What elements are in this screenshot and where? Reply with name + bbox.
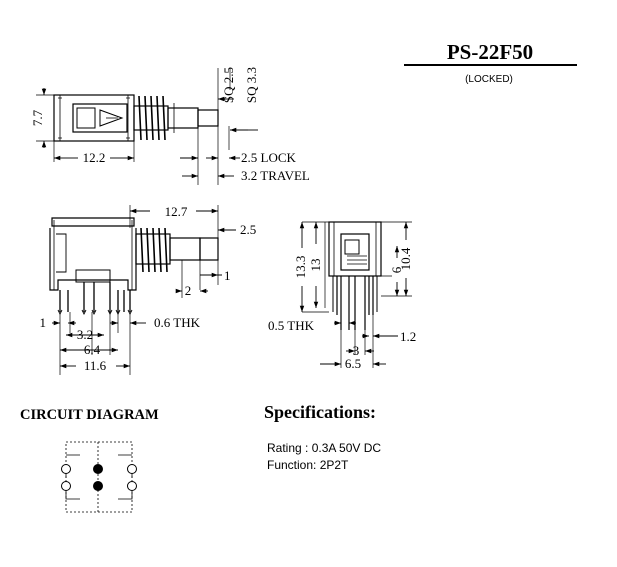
- dim-height-side: 10.4: [398, 247, 413, 270]
- dim-shaft: 2.5: [240, 222, 256, 237]
- dim-end-thickness: 0.5 THK: [268, 318, 315, 333]
- top-view: [36, 68, 258, 185]
- side-view-shaft: [199, 237, 219, 261]
- circuit-diagram: [61, 441, 137, 513]
- dim-sq-small: SQ 2.5: [221, 67, 236, 103]
- contact-left-top: [61, 464, 71, 474]
- dim-lock: 2.5 LOCK: [241, 150, 297, 165]
- end-view-pins: [336, 276, 374, 330]
- dim-travel: 3.2 TRAVEL: [241, 168, 310, 183]
- dim-height-total: 13.3: [293, 256, 308, 279]
- header: PS-22F50 (LOCKED): [404, 40, 577, 85]
- dim-offset-2: 2: [185, 283, 192, 298]
- contact-right-bottom: [127, 481, 137, 491]
- side-view-plunger: [169, 237, 201, 261]
- top-view-dimensions: 7.7 12.2 SQ 2.5 SQ 3.3 2.5 LOCK 3.2 TRAV…: [30, 67, 310, 183]
- dim-end-pitch: 3: [353, 343, 360, 358]
- spec-rating: Rating : 0.3A 50V DC: [267, 441, 381, 455]
- end-view-body: [328, 221, 382, 277]
- top-view-window: [72, 103, 128, 133]
- dim-pin-1: 1: [40, 315, 47, 330]
- dim-width: 11.6: [84, 358, 107, 373]
- top-view-plunger: [167, 107, 199, 129]
- specifications-title: Specifications:: [264, 402, 376, 422]
- side-view-dimensions: 12.7 2.5 1 2 1 0.6 THK 3.2 6.4 11.6: [40, 204, 257, 373]
- contact-left-bottom: [61, 481, 71, 491]
- dim-height: 7.7: [30, 109, 45, 126]
- side-view: [49, 205, 236, 375]
- side-view-spring: [140, 227, 168, 273]
- contact-right-top: [127, 464, 137, 474]
- dim-offset-1: 1: [224, 268, 231, 283]
- dim-pitch: 3.2: [77, 327, 93, 342]
- spec-function: Function: 2P2T: [267, 458, 349, 472]
- dim-span: 6.4: [84, 342, 101, 357]
- dim-end-width: 6.5: [345, 356, 361, 371]
- end-view: [299, 221, 412, 368]
- part-number: PS-22F50: [447, 40, 533, 64]
- top-view-spring: [138, 95, 166, 141]
- dim-height-body: 13: [308, 259, 323, 272]
- contact-common-bottom: [93, 481, 103, 491]
- specifications: Specifications: Rating : 0.3A 50V DC Fun…: [264, 402, 381, 472]
- side-view-pins: [59, 282, 131, 312]
- contact-common-top: [93, 464, 103, 474]
- circuit-diagram-title: CIRCUIT DIAGRAM: [20, 407, 159, 423]
- circuit-frame: [65, 441, 133, 513]
- side-view-bracket: [49, 228, 137, 291]
- dim-body-length: 12.2: [83, 150, 106, 165]
- dim-end-pin-pitch: 1.2: [400, 329, 416, 344]
- top-view-shaft: [197, 109, 219, 127]
- dim-overall: 12.7: [165, 204, 188, 219]
- dim-sq-large: SQ 3.3: [244, 67, 259, 103]
- end-view-dimensions: 13.3 13 6 10.4 0.5 THK 1.2 3 6.5: [268, 247, 416, 371]
- dim-pin-height: 6: [389, 266, 404, 273]
- subtitle: (LOCKED): [465, 74, 513, 85]
- end-view-actuator: [340, 233, 370, 271]
- dim-pin-thickness: 0.6 THK: [154, 315, 201, 330]
